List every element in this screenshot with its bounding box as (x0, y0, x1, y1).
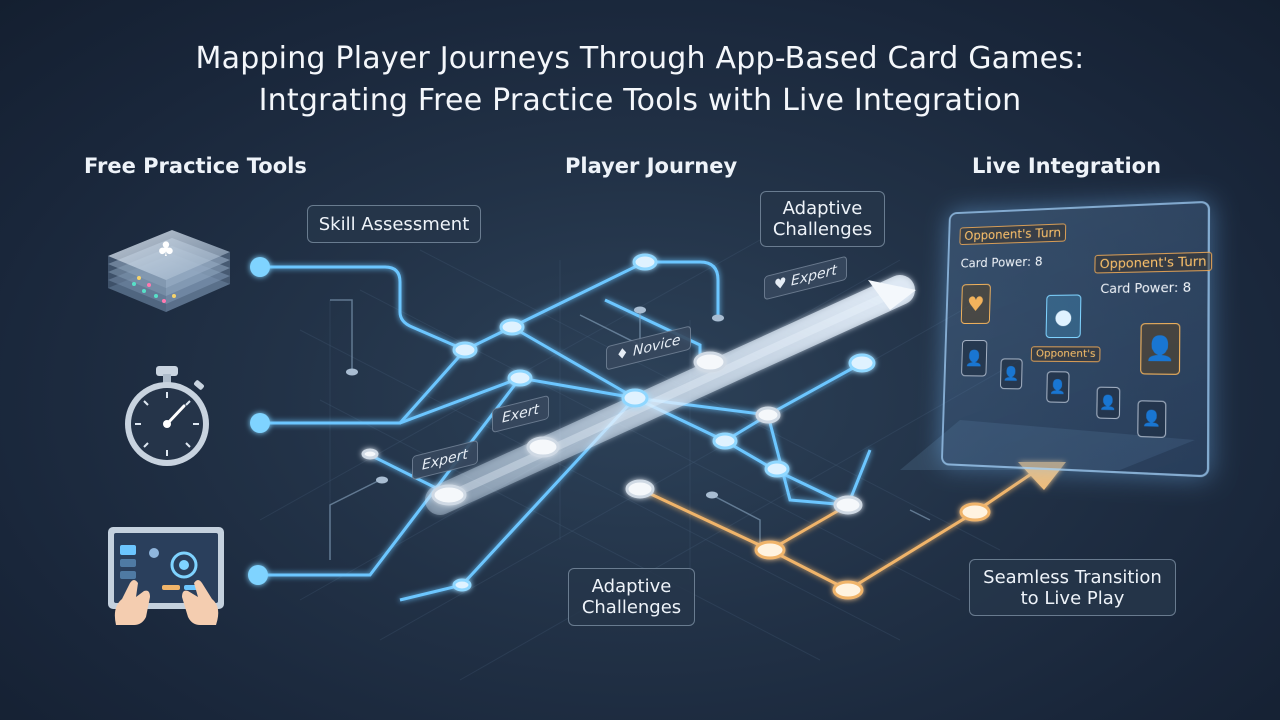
journey-node[interactable] (625, 479, 655, 499)
adaptive-top-line2: Challenges (772, 219, 873, 240)
main-journey-bar (425, 275, 915, 515)
journey-node[interactable] (712, 432, 738, 450)
journey-node[interactable] (764, 460, 790, 478)
white-nodes (361, 351, 863, 515)
adaptive-challenges-bottom-callout: Adaptive Challenges (568, 568, 695, 626)
card-power-label-2: Card Power: 8 (1100, 279, 1192, 297)
journey-node[interactable] (693, 351, 727, 373)
journey-arrow-head (868, 280, 916, 310)
diamond-icon: ♦ (616, 344, 629, 365)
diagram-title: Mapping Player Journeys Through App-Base… (0, 38, 1280, 122)
active-player-slot[interactable]: ● (1045, 294, 1082, 339)
skill-assessment-callout: Skill Assessment (307, 205, 481, 243)
journey-node[interactable] (632, 253, 658, 271)
orange-nodes (754, 502, 991, 600)
opponent-avatar-slot[interactable]: 👤 (1140, 322, 1181, 375)
adaptive-challenges-top-callout: Adaptive Challenges (760, 191, 885, 247)
start-nodes (248, 257, 270, 585)
column-header-free-practice: Free Practice Tools (84, 154, 307, 178)
center-badge: Opponent's (1030, 346, 1101, 363)
opponent-turn-label-1: Opponent's Turn (959, 223, 1067, 246)
user-icon: 👤 (1099, 394, 1118, 412)
adaptive-top-line1: Adaptive (782, 198, 863, 219)
start-node-timer[interactable] (250, 413, 270, 433)
seamless-transition-callout: Seamless Transition to Live Play (969, 559, 1176, 616)
heart-icon: ♥ (774, 274, 787, 294)
user-icon: 👤 (1144, 335, 1176, 363)
live-node[interactable] (754, 540, 786, 560)
stopwatch-icon (118, 362, 218, 472)
user-icon: 👤 (1049, 379, 1067, 396)
heart-icon: ♥ (966, 291, 985, 317)
journey-node[interactable] (499, 318, 525, 336)
live-node[interactable] (832, 580, 864, 600)
column-header-live-integration: Live Integration (972, 154, 1162, 178)
svg-text:♣: ♣ (157, 237, 175, 261)
heart-card-slot[interactable]: ♥ (960, 283, 991, 325)
seamless-line2: to Live Play (1020, 587, 1125, 609)
journey-node[interactable] (848, 353, 876, 373)
adaptive-bottom-line1: Adaptive (591, 576, 672, 597)
journey-node[interactable] (452, 578, 472, 592)
journey-node[interactable] (431, 484, 467, 506)
skill-assessment-label: Skill Assessment (318, 213, 470, 235)
player-avatar-icon: ● (1054, 303, 1073, 329)
journey-node[interactable] (361, 448, 379, 460)
opponent-turn-label-2: Opponent's Turn (1094, 251, 1213, 274)
column-header-player-journey: Player Journey (565, 154, 738, 178)
player-slot[interactable]: 👤 (1096, 386, 1121, 420)
small-dots (346, 306, 724, 499)
player-slot[interactable]: 👤 (961, 340, 988, 377)
panel-beam (900, 420, 1195, 470)
player-slot[interactable]: 👤 (1137, 400, 1167, 439)
user-icon: 👤 (1003, 366, 1020, 382)
live-game-panel: Opponent's Turn Card Power: 8 Opponent's… (940, 200, 1213, 478)
thin-paths (329, 299, 931, 560)
start-node-cards[interactable] (250, 257, 270, 277)
live-node[interactable] (959, 502, 991, 522)
journey-node[interactable] (621, 388, 649, 408)
journey-node[interactable] (755, 406, 781, 424)
title-line-2: Intgrating Free Practice Tools with Live… (258, 83, 1022, 118)
start-node-tablet[interactable] (248, 565, 268, 585)
journey-node[interactable] (526, 436, 560, 458)
tablet-touch-icon (104, 525, 229, 627)
main-journey-core (436, 286, 904, 504)
journey-node[interactable] (452, 341, 478, 359)
user-icon: 👤 (964, 349, 984, 368)
player-slot[interactable]: 👤 (999, 358, 1023, 390)
seamless-line1: Seamless Transition (983, 566, 1162, 588)
adaptive-bottom-line2: Challenges (581, 597, 682, 618)
player-slot[interactable]: 👤 (1046, 371, 1070, 403)
journey-node[interactable] (833, 495, 863, 515)
title-line-1: Mapping Player Journeys Through App-Base… (195, 41, 1085, 76)
journey-node[interactable] (507, 369, 533, 387)
live-arrow-head (1018, 462, 1066, 490)
user-icon: 👤 (1142, 410, 1162, 428)
background-grid (259, 239, 1021, 681)
card-stack-icon: ♣ (104, 208, 234, 328)
card-power-label-1: Card Power: 8 (960, 254, 1043, 271)
journey-nodes (452, 253, 876, 592)
